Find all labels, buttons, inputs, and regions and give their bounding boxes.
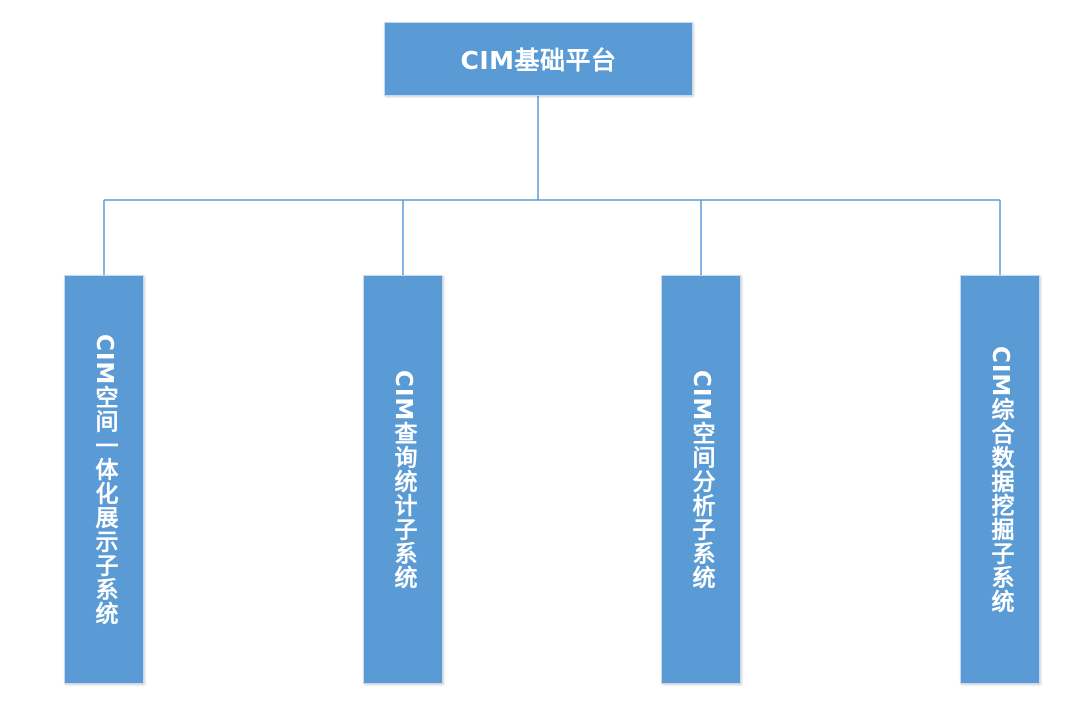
- child-node-analysis-subsystem: CIM空间分析子系统: [661, 275, 741, 684]
- root-node-box: CIM基础平台: [384, 22, 693, 96]
- child-node-label: CIM空间分析子系统: [688, 369, 714, 590]
- child-node-label: CIM空间一体化展示子系统: [91, 333, 117, 626]
- root-node-label: CIM基础平台: [460, 46, 617, 75]
- child-node-label: CIM综合数据挖掘子系统: [987, 345, 1013, 614]
- child-node-query-subsystem: CIM查询统计子系统: [363, 275, 443, 684]
- child-node-datamining-subsystem: CIM综合数据挖掘子系统: [960, 275, 1040, 684]
- child-node-label: CIM查询统计子系统: [390, 369, 416, 590]
- child-node-display-subsystem: CIM空间一体化展示子系统: [64, 275, 144, 684]
